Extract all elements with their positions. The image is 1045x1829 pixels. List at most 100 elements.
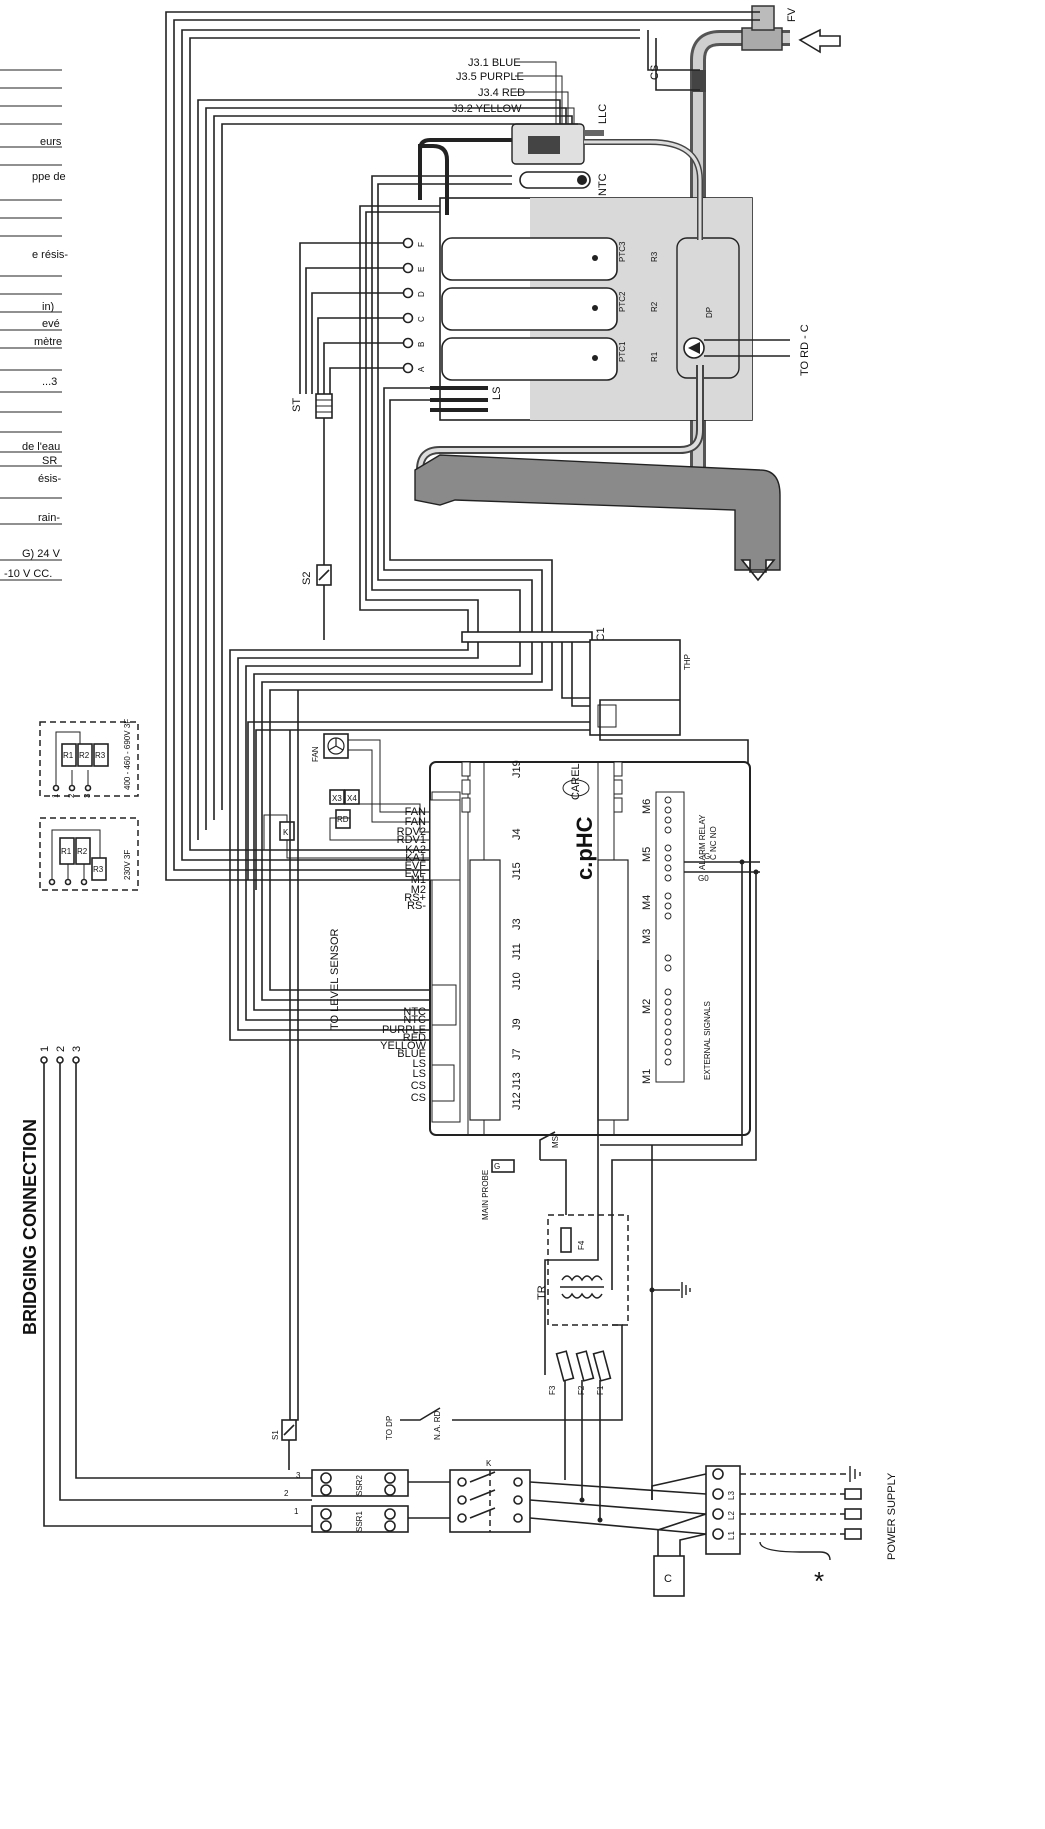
c-label: C <box>664 1573 672 1585</box>
st-terminal: ST <box>291 242 403 419</box>
legend-frag-1: ppe de <box>32 171 66 183</box>
s1-label: S1 <box>271 1430 280 1440</box>
wb2-r2: R2 <box>77 847 88 856</box>
cs-top-label: CS <box>649 65 661 80</box>
controller-connector-label: J4 <box>511 828 523 840</box>
legend-frag-10: rain- <box>38 512 60 524</box>
controller-connector-label: J15 <box>511 862 523 880</box>
wb1-num-1: 1 <box>51 793 60 798</box>
controller-pin-label: CS <box>411 1092 426 1104</box>
ntc-label: NTC <box>597 173 609 196</box>
fv-label: FV <box>786 7 798 22</box>
x4-label: X4 <box>347 794 357 803</box>
controller-pin-label: RS+ <box>404 892 426 904</box>
valve-label-purple: J3.5 PURPLE <box>456 71 524 83</box>
ssr-term-2: 2 <box>284 1489 289 1498</box>
controller-pin-label: FAN <box>405 806 426 818</box>
controller-pin-label: KA2 <box>405 844 426 856</box>
r2-label: R2 <box>650 301 659 312</box>
controller-left-pins: FANFANRDV2RDV1KA2KA1EVFEVFM1M2RS+RS-NTCN… <box>380 806 426 1104</box>
legend-fragments: eurs ppe de e résis- in) evé mètre ...3 … <box>0 69 68 581</box>
legend-frag-0: eurs <box>40 136 62 148</box>
transformer <box>547 1214 629 1326</box>
controller-connector-label: J9 <box>511 1018 523 1030</box>
drain-arrow <box>740 559 776 582</box>
controller-terminal-label: M4 <box>641 895 653 910</box>
power-section: TR F4 G MAIN PROBE MS F3 F2 F1 N.A. RD <box>385 960 691 1523</box>
legend-frag-5: mètre <box>34 336 62 348</box>
l3-label: L3 <box>727 1491 736 1500</box>
ssr-blocks: SSR2 SSR1 <box>311 1469 409 1533</box>
s2-label: S2 <box>301 572 313 585</box>
f3-label: F3 <box>548 1385 557 1395</box>
fan-label: FAN <box>311 746 320 762</box>
valve-label-blue: J3.1 BLUE <box>468 57 521 69</box>
wb2-caption: 230V 3F <box>123 850 132 880</box>
bridging-title: BRIDGING CONNECTION <box>20 1119 40 1335</box>
rd-label: RD <box>337 815 349 824</box>
wb1-r3: R3 <box>95 751 106 760</box>
to-level-sensor-label: TO LEVEL SENSOR <box>329 928 341 1030</box>
k-contactor: K <box>449 1459 531 1533</box>
controller-terminal-label: M2 <box>641 999 653 1014</box>
r1-label: R1 <box>650 351 659 362</box>
wiring-box-400v: R1 R2 R3 1 2 3 400 - 460 - 690V 3F <box>39 719 139 798</box>
fill-valve <box>741 27 783 51</box>
bridge-point-3: 3 <box>71 1046 83 1052</box>
controller-pin-label: KA1 <box>405 852 426 864</box>
g-g0-lines: G G0 <box>600 852 760 1290</box>
controller-connector-label: J10 <box>511 972 523 990</box>
controller-pin-label: EVF <box>405 868 427 880</box>
legend-frag-6: ...3 <box>42 376 57 388</box>
legend-frag-2: e résis- <box>32 249 68 261</box>
wiring-box-230v: R1 R2 R3 230V 3F <box>39 817 139 891</box>
controller-pin-label: M1 <box>411 874 426 886</box>
power-terminal-block: L3 L2 L1 POWER SUPPLY * C <box>408 1465 898 1597</box>
st-label: ST <box>291 398 303 412</box>
ssr-term-1: 1 <box>294 1507 299 1516</box>
legend-frag-7: de l'eau <box>22 441 60 453</box>
wb2-r3: R3 <box>93 865 104 874</box>
llc-label: LLC <box>597 104 609 124</box>
bridge-point-1: 1 <box>39 1046 51 1052</box>
wb1-num-2: 2 <box>67 793 76 798</box>
carel-logo: CAREL <box>570 763 582 800</box>
alarm-relay-sub: C NC NO <box>709 826 718 860</box>
ssr2-label: SSR2 <box>355 1475 364 1496</box>
star-note: * <box>814 1566 824 1596</box>
controller-terminal-label: M3 <box>641 929 653 944</box>
wb1-caption: 400 - 460 - 690V 3F <box>123 719 132 790</box>
water-inlet-arrow <box>798 28 841 54</box>
controller-pin-label: BLUE <box>397 1048 426 1060</box>
g0-label: G0 <box>698 874 709 883</box>
x3-label: X3 <box>332 794 342 803</box>
legend-frag-11: G) 24 V <box>22 548 61 560</box>
wb1-num-3: 3 <box>83 793 92 798</box>
f4-label: F4 <box>577 1240 586 1250</box>
legend-frag-3: in) <box>42 301 54 313</box>
controller-pin-label: CS <box>411 1080 426 1092</box>
controller-pin-label: YELLOW <box>380 1040 426 1052</box>
controller-terminal-label: M1 <box>641 1069 653 1084</box>
controller-connector-label: J7 <box>511 1048 523 1060</box>
k-relay-label: K <box>283 828 289 837</box>
alarm-relay-label: ALARM RELAY <box>698 814 707 870</box>
terminal-a: A <box>417 366 426 372</box>
controller-pin-label: FAN <box>405 816 426 828</box>
terminal-f: F <box>417 242 426 247</box>
controller-pin-label: LS <box>413 1058 426 1070</box>
wb1-r1: R1 <box>63 751 74 760</box>
feed-water-pipe: FV CS <box>649 5 841 505</box>
wb1-r2: R2 <box>79 751 90 760</box>
controller-pin-label: RDV1 <box>397 834 426 846</box>
wb2-r1: R1 <box>61 847 72 856</box>
bridging-connection: BRIDGING CONNECTION 1 2 3 1 2 3 <box>20 1046 312 1527</box>
na-rd-label: N.A. RD <box>433 1410 442 1440</box>
thp-box <box>589 639 681 736</box>
fan-relays: FAN X3 X4 RD K <box>263 733 430 859</box>
earth-icon <box>849 1466 861 1482</box>
power-supply-label: POWER SUPPLY <box>886 1472 898 1560</box>
g-label: G <box>704 852 710 861</box>
